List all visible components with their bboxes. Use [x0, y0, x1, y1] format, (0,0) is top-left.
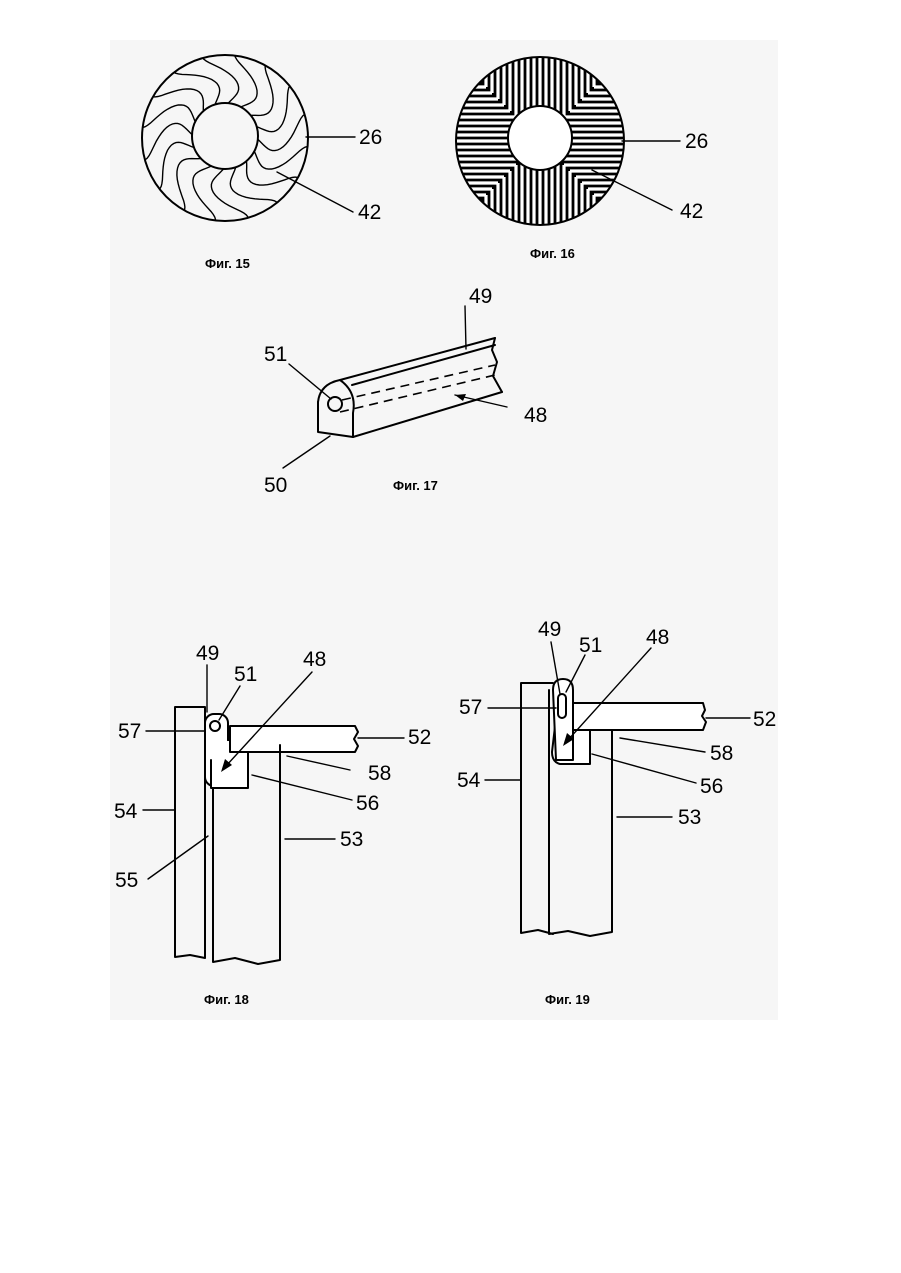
figure-18: 49 51 48 57 52 58 54 56 55 53 Фиг. 18	[114, 642, 431, 1007]
outer-post-54	[175, 707, 205, 958]
wavy-channel-line	[211, 167, 248, 222]
leader-56	[592, 754, 696, 783]
inner-hole-outline	[192, 103, 258, 169]
label-51: 51	[264, 343, 287, 366]
leader-51	[289, 364, 331, 399]
caption-fig15: Фиг. 15	[205, 256, 250, 271]
caption-fig18: Фиг. 18	[204, 992, 249, 1007]
bore-hidden-line-top	[342, 365, 495, 400]
leader-55	[148, 836, 208, 879]
label-52: 52	[753, 708, 776, 731]
wavy-channel-line	[255, 114, 310, 151]
figure-15: 26 42 Фиг. 15	[138, 50, 383, 271]
caption-fig19: Фиг. 19	[545, 992, 590, 1007]
label-50: 50	[264, 474, 287, 497]
hinge-plate	[553, 679, 573, 760]
label-26: 26	[359, 126, 382, 149]
label-48: 48	[303, 648, 326, 671]
label-53: 53	[340, 828, 363, 851]
label-26: 26	[685, 130, 708, 153]
wavy-channel-line	[246, 61, 273, 116]
leader-58	[287, 756, 350, 770]
wavy-channel-line	[171, 67, 220, 109]
caption-fig16: Фиг. 16	[530, 246, 575, 261]
figure-17: 49 51 48 50 Фиг. 17	[264, 285, 547, 497]
label-55: 55	[115, 869, 138, 892]
label-42: 42	[358, 201, 381, 224]
inner-hole-outline	[508, 106, 572, 170]
wavy-channel-line	[149, 89, 204, 116]
label-56: 56	[356, 792, 379, 815]
label-57: 57	[459, 696, 482, 719]
leader-56	[252, 775, 352, 800]
label-51: 51	[234, 663, 257, 686]
wavy-channel-line	[202, 52, 239, 107]
label-57: 57	[118, 720, 141, 743]
wavy-channel-line	[177, 158, 204, 213]
label-49: 49	[196, 642, 219, 665]
label-42: 42	[680, 200, 703, 223]
figure-16: 26 42 Фиг. 16	[454, 55, 708, 261]
leader-51	[566, 655, 585, 692]
label-48: 48	[524, 404, 547, 427]
wavy-channel-line	[230, 165, 279, 207]
wavy-channel-line	[155, 142, 197, 191]
top-inner-edge	[352, 345, 495, 385]
label-51: 51	[579, 634, 602, 657]
arm-52	[573, 703, 706, 730]
bottom-edge	[353, 392, 502, 437]
caption-fig17: Фиг. 17	[393, 478, 438, 493]
leader-49	[465, 306, 466, 349]
label-48: 48	[646, 626, 669, 649]
figure-19: 49 51 48 57 52 54 58 56 53 Фиг. 19	[457, 618, 776, 1007]
leader-58	[620, 738, 705, 752]
label-49: 49	[469, 285, 492, 308]
label-53: 53	[678, 806, 701, 829]
bore-hidden-line-bottom	[340, 375, 495, 412]
arm-52	[230, 726, 358, 752]
arrowhead-48	[455, 394, 466, 401]
label-54: 54	[114, 800, 138, 823]
leader-51	[219, 686, 240, 720]
wavy-channel-line	[253, 83, 295, 132]
wavy-channel-line	[140, 123, 195, 160]
label-49: 49	[538, 618, 561, 641]
outer-disk-outline	[142, 55, 308, 221]
label-54: 54	[457, 769, 481, 792]
wavy-channels	[138, 50, 313, 225]
label-58: 58	[710, 742, 733, 765]
label-56: 56	[700, 775, 723, 798]
label-58: 58	[368, 762, 391, 785]
label-52: 52	[408, 726, 431, 749]
leader-50	[283, 436, 330, 468]
slot-51	[558, 694, 566, 718]
